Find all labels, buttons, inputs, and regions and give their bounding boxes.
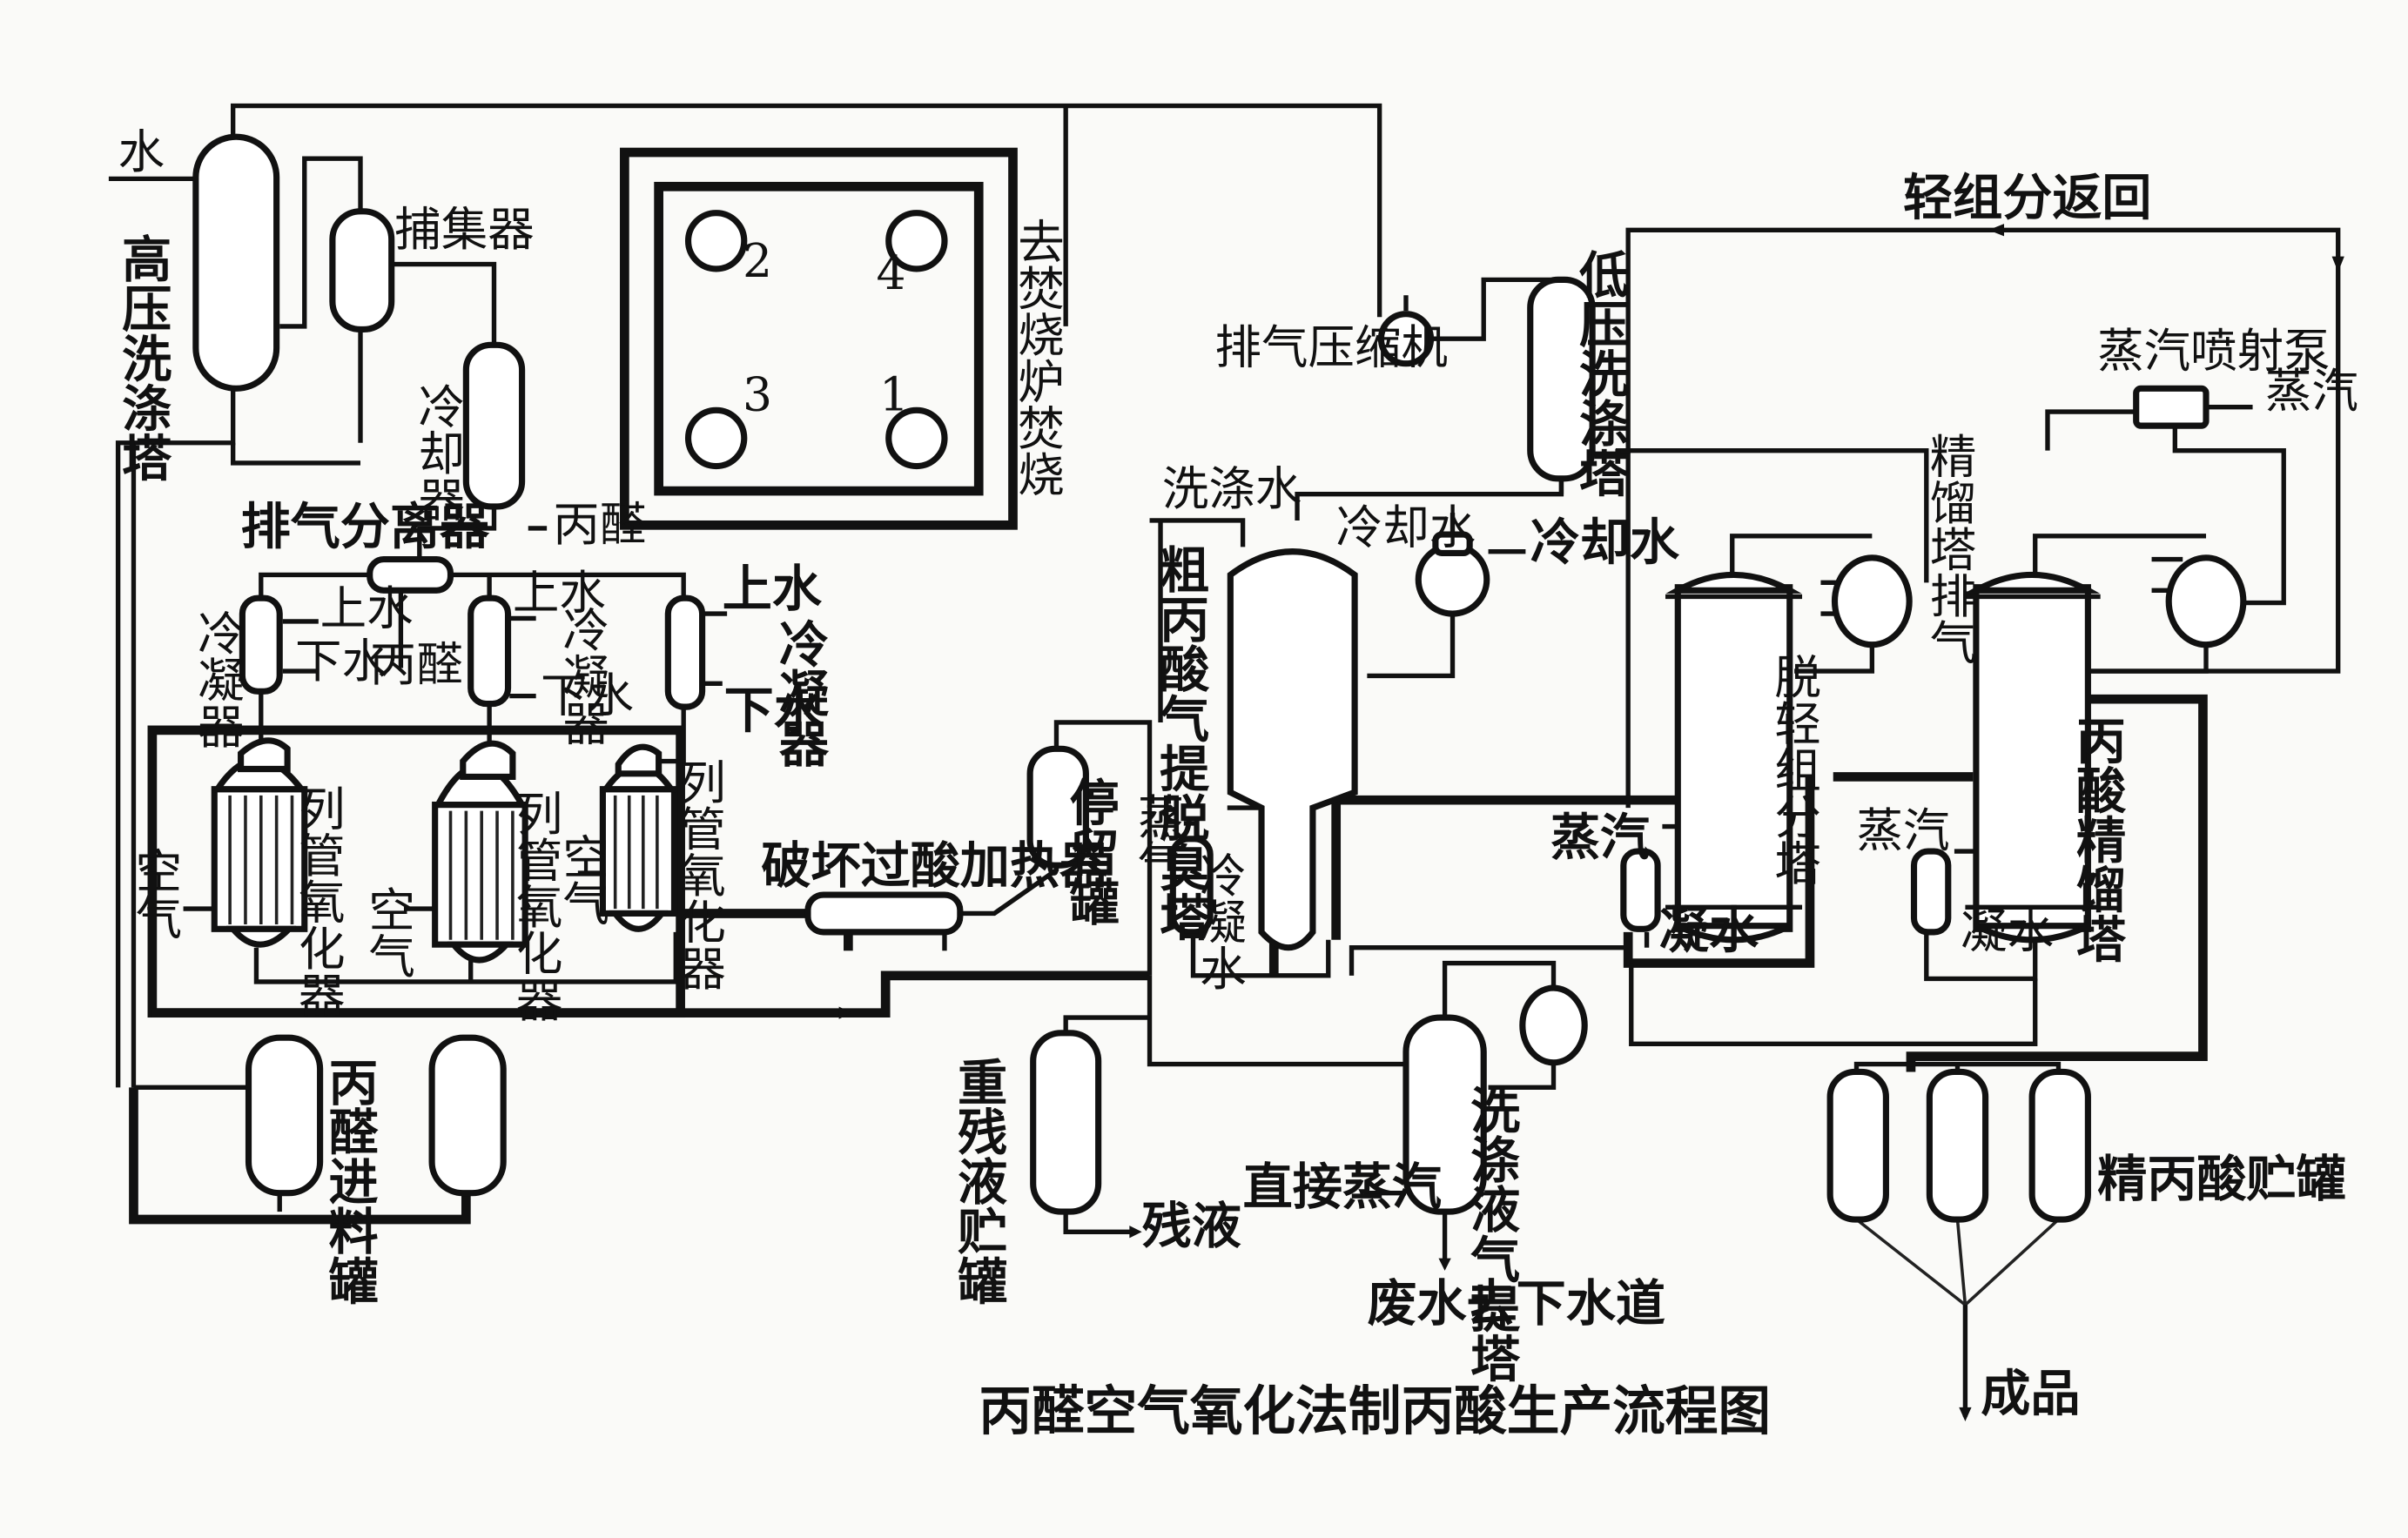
label-wash-stripper: 洗涤液气提塔 bbox=[1463, 1085, 1522, 1383]
labels: 水 高压洗涤塔 捕集器 冷却器 丙醛 排气分离器 冷凝器 冷凝器 冷凝器 上水 … bbox=[114, 124, 2358, 1442]
label-exhaust-compressor: 排气压缩机 bbox=[1214, 320, 1448, 375]
product-tank1-vessel bbox=[1826, 1068, 1889, 1223]
vessels bbox=[192, 133, 2247, 1223]
oxidizer2-vessel bbox=[432, 740, 528, 964]
label-steam2: 蒸汽 bbox=[1550, 809, 1650, 867]
steam-heater3-vessel bbox=[1910, 848, 1952, 936]
label-steam1: 蒸气 bbox=[1130, 792, 1185, 885]
label-water-up1: 上水 bbox=[320, 581, 414, 636]
label-product: 成品 bbox=[1981, 1365, 2080, 1423]
label-stripper: 粗丙酸气提脱臭塔 bbox=[1152, 544, 1211, 942]
stripper-condenser-vessel bbox=[1415, 531, 1490, 617]
incinerator-furnace: 2 4 3 1 bbox=[620, 147, 1018, 530]
oxidizer1-vessel bbox=[211, 737, 308, 948]
steam-heater2-vessel bbox=[1620, 848, 1661, 932]
arrows bbox=[838, 224, 2344, 1421]
label-condensate3: 凝水 bbox=[1961, 904, 2054, 959]
label-oxidizer2: 列管氧化器 bbox=[508, 789, 563, 1023]
furnace-num-2: 2 bbox=[743, 233, 772, 288]
label-condenser3: 冷凝器 bbox=[771, 618, 830, 767]
product-tank3-vessel bbox=[2028, 1068, 2091, 1223]
furnace-num-4: 4 bbox=[876, 245, 905, 300]
label-exhaust-separator: 排气分离器 bbox=[241, 498, 490, 556]
label-rect-exhaust: 精馏塔排气 bbox=[1922, 432, 1977, 665]
stripper-vessel bbox=[1227, 548, 1358, 951]
label-water-up3: 上水 bbox=[723, 560, 823, 618]
lp-wash-tower-vessel bbox=[1527, 276, 1596, 482]
label-wash-water: 洗涤水 bbox=[1162, 461, 1302, 516]
label-cooling-water-out: 冷却水 bbox=[1530, 514, 1680, 572]
label-feed-tank: 丙醛进料罐 bbox=[320, 1057, 379, 1306]
feed-tank2-vessel bbox=[428, 1034, 507, 1197]
product-tank2-vessel bbox=[1926, 1068, 1989, 1223]
wash-condenser-vessel bbox=[1519, 984, 1588, 1066]
label-water-in: 水 bbox=[118, 124, 165, 179]
label-heavy-tank: 重残液贮罐 bbox=[950, 1057, 1008, 1306]
label-condenser1: 冷凝器 bbox=[190, 609, 245, 749]
label-rect-tower: 丙酸精馏塔 bbox=[2068, 715, 2127, 964]
wash-stripper-vessel bbox=[1402, 1014, 1487, 1215]
label-hp-wash-tower: 高压洗涤塔 bbox=[114, 233, 172, 482]
label-oxidizer1: 列管氧化器 bbox=[291, 784, 346, 1017]
light-tower-vessel bbox=[1665, 571, 1803, 944]
label-to-incinerator: 去焚烧炉焚烧 bbox=[1011, 218, 1066, 497]
condenser3-vessel bbox=[664, 594, 706, 710]
label-condensate1: 冷凝水 bbox=[1192, 851, 1247, 991]
label-air2: 空气 bbox=[361, 885, 416, 978]
label-air3: 空气 bbox=[555, 833, 610, 926]
label-propanal-out2: 丙醛 bbox=[370, 637, 463, 692]
label-waste-water: 废水去下水道 bbox=[1367, 1274, 1665, 1333]
cooler-vessel bbox=[462, 341, 526, 510]
label-condensate2: 凝水 bbox=[1659, 902, 1759, 960]
exhaust-compressor-vessel bbox=[1377, 311, 1435, 367]
label-water-up2: 上水 bbox=[513, 566, 606, 621]
label-oxidizer3: 列管氧化器 bbox=[672, 758, 727, 991]
figure-caption: 丙醛空气氧化法制丙酸生产流程图 bbox=[979, 1380, 1771, 1442]
label-propanal-out1: 丙醛 bbox=[553, 497, 646, 552]
label-water-down3: 下水 bbox=[724, 681, 824, 739]
label-air1: 空气 bbox=[128, 847, 183, 940]
catcher-vessel bbox=[329, 208, 395, 333]
heavy-tank-vessel bbox=[1030, 1030, 1102, 1215]
hp-wash-tower-vessel bbox=[192, 133, 280, 392]
label-peracid-heater: 破坏过酸加热器 bbox=[761, 836, 1110, 895]
furnace-num-3: 3 bbox=[743, 366, 772, 421]
label-light-tower: 脱轻组分塔 bbox=[1767, 653, 1822, 886]
rect-reflux-vessel bbox=[2165, 554, 2247, 648]
label-water-down1: 下水 bbox=[295, 634, 388, 688]
label-water-down2: 下水 bbox=[541, 668, 634, 722]
label-catcher: 捕集器 bbox=[394, 202, 535, 257]
exhaust-separator-vessel bbox=[367, 556, 454, 594]
condenser1-vessel bbox=[239, 594, 283, 695]
label-steam3: 蒸汽 bbox=[1856, 803, 1949, 858]
furnace-num-1: 1 bbox=[879, 366, 909, 421]
label-cooling-water-in: 冷却水 bbox=[1336, 500, 1476, 555]
label-residue: 残液 bbox=[1142, 1197, 1241, 1255]
rect-tower-vessel bbox=[1964, 571, 2101, 944]
label-steam-ejector: 蒸汽喷射泵 bbox=[2097, 323, 2331, 378]
label-condenser2: 冷凝器 bbox=[555, 606, 610, 746]
oxidizer3-vessel bbox=[599, 743, 678, 932]
peracid-heater-vessel bbox=[804, 891, 964, 936]
steam-heater1-vessel bbox=[1169, 836, 1214, 936]
feed-tank1-vessel bbox=[245, 1034, 324, 1197]
label-light-return: 轻组分返回 bbox=[1903, 168, 2151, 226]
label-cooler: 冷却器 bbox=[411, 382, 466, 522]
hold-tank-vessel bbox=[1026, 745, 1089, 869]
label-hold-tank: 停留罐 bbox=[1061, 776, 1120, 925]
light-reflux-vessel bbox=[1831, 554, 1913, 648]
label-lp-wash-tower: 低压洗涤塔 bbox=[1571, 249, 1630, 498]
label-steam-in: 蒸汽 bbox=[2265, 364, 2358, 419]
label-direct-steam: 直接蒸汽 bbox=[1243, 1158, 1442, 1216]
steam-ejector-vessel bbox=[2133, 385, 2210, 429]
label-product-tank: 精丙酸贮罐 bbox=[2097, 1150, 2345, 1208]
condenser2-vessel bbox=[467, 594, 512, 708]
